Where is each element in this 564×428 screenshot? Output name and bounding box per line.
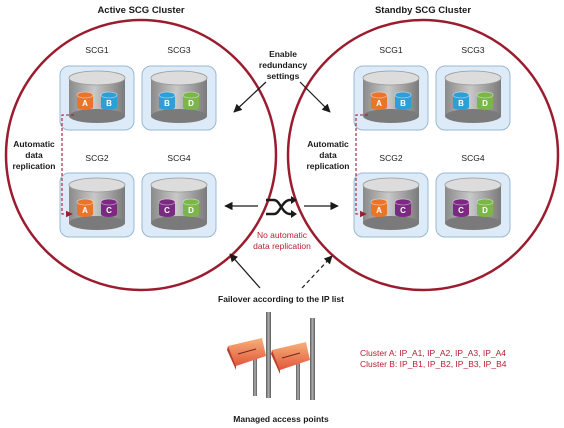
data-disk-icon: A [76, 91, 94, 110]
active-cluster-title: Active SCG Cluster [97, 5, 184, 16]
data-disk-icon: B [158, 91, 176, 110]
data-disk-icon: C [452, 198, 470, 217]
scg-node-name: SCG2 [379, 153, 402, 163]
no-replication-label: No automatic data replication [253, 230, 311, 251]
data-disk-letter: C [164, 206, 170, 215]
data-disk-letter: A [376, 99, 382, 108]
shuffle-icon [266, 196, 297, 218]
data-disk-icon: B [394, 91, 412, 110]
active-replication-label: Automatic data replication [13, 139, 56, 171]
svg-text:settings: settings [267, 71, 300, 81]
ip-lists: Cluster A: IP_A1, IP_A2, IP_A3, IP_A4 Cl… [360, 348, 507, 369]
svg-text:data: data [25, 150, 43, 160]
svg-text:data replication: data replication [253, 241, 311, 251]
enable-redundancy-label: Enable redundancy settings [259, 49, 307, 81]
scg-node-name: SCG1 [379, 45, 402, 55]
data-disk-letter: C [106, 206, 112, 215]
svg-text:redundancy: redundancy [259, 60, 307, 70]
svg-text:No automatic: No automatic [257, 230, 308, 240]
data-disk-icon: A [370, 91, 388, 110]
data-disk-letter: D [188, 99, 194, 108]
svg-text:Automatic: Automatic [13, 139, 55, 149]
scg-node-name: SCG3 [167, 45, 190, 55]
active-replication-path [61, 114, 74, 218]
data-disk-letter: C [458, 206, 464, 215]
scg-node-name: SCG4 [167, 153, 190, 163]
storage-cylinder-icon [68, 70, 126, 123]
data-disk-icon: D [182, 198, 200, 217]
enable-arrow-right [299, 81, 331, 113]
standby-replication-label: Automatic data replication [307, 139, 350, 171]
storage-cylinder-icon [150, 177, 208, 230]
access-point-2 [271, 318, 315, 400]
failover-arrow-active [229, 253, 261, 289]
active-cluster-ring [4, 18, 278, 292]
cluster-a-ips: Cluster A: IP_A1, IP_A2, IP_A3, IP_A4 [360, 348, 506, 358]
data-disk-letter: D [482, 206, 488, 215]
scg-node-name: SCG3 [461, 45, 484, 55]
data-disk-letter: C [400, 206, 406, 215]
data-disk-letter: A [376, 206, 382, 215]
scg-node-name: SCG4 [461, 153, 484, 163]
standby-replication-path [355, 114, 368, 218]
failover-label: Failover according to the IP list [218, 294, 344, 304]
data-disk-icon: B [100, 91, 118, 110]
data-disk-icon: A [76, 198, 94, 217]
svg-text:replication: replication [13, 161, 56, 171]
cluster-b-ips: Cluster B: IP_B1, IP_B2, IP_B3, IP_B4 [360, 359, 507, 369]
standby-cluster-title: Standby SCG Cluster [375, 5, 471, 16]
data-disk-icon: A [370, 198, 388, 217]
standby-cluster-ring [286, 18, 560, 292]
svg-text:Automatic: Automatic [307, 139, 349, 149]
data-disk-letter: B [106, 99, 112, 108]
svg-text:data: data [319, 150, 337, 160]
data-disk-letter: D [188, 206, 194, 215]
enable-arrow-left [233, 81, 267, 113]
svg-text:Enable: Enable [269, 49, 297, 59]
data-disk-icon: D [476, 91, 494, 110]
data-disk-icon: D [182, 91, 200, 110]
access-point-1 [227, 312, 271, 398]
data-disk-letter: B [458, 99, 464, 108]
data-disk-icon: B [452, 91, 470, 110]
scg-node-name: SCG2 [85, 153, 108, 163]
data-disk-letter: D [482, 99, 488, 108]
data-disk-icon: C [100, 198, 118, 217]
data-disk-letter: A [82, 99, 88, 108]
storage-cylinder-icon [362, 70, 420, 123]
data-disk-icon: C [394, 198, 412, 217]
data-disk-letter: B [164, 99, 170, 108]
storage-cylinder-icon [444, 177, 502, 230]
data-disk-icon: D [476, 198, 494, 217]
data-disk-icon: C [158, 198, 176, 217]
failover-arrow-standby [301, 255, 333, 289]
data-disk-letter: A [82, 206, 88, 215]
access-points-label: Managed access points [233, 414, 329, 424]
scg-node-name: SCG1 [85, 45, 108, 55]
data-disk-letter: B [400, 99, 406, 108]
svg-text:replication: replication [307, 161, 350, 171]
